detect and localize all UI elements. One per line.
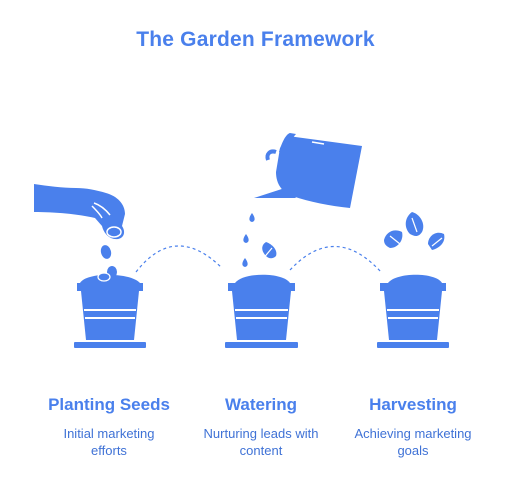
hand-planting-seeds-icon bbox=[34, 184, 125, 278]
connector-arc-2 bbox=[289, 246, 382, 273]
stage-description-line: Initial marketing bbox=[63, 426, 155, 441]
stage-title-planting-seeds: Planting Seeds bbox=[48, 395, 170, 414]
plant-pot-2 bbox=[225, 274, 298, 348]
sprouting-plant-icon bbox=[384, 212, 445, 250]
stage-description-line: efforts bbox=[91, 443, 127, 458]
stage-title-harvesting: Harvesting bbox=[369, 395, 457, 414]
stage-description-line: Nurturing leads with bbox=[203, 426, 319, 441]
stage-description-line: Achieving marketing bbox=[354, 426, 472, 441]
plant-pot-3 bbox=[377, 274, 449, 348]
stage-description-harvesting: Achieving marketing goals bbox=[333, 425, 493, 459]
stage-description-planting-seeds: Initial marketing efforts bbox=[29, 425, 189, 459]
plant-pot-1 bbox=[74, 272, 146, 348]
watering-can-icon bbox=[242, 133, 362, 267]
connector-arc-1 bbox=[135, 245, 223, 273]
stage-description-watering: Nurturing leads with content bbox=[181, 425, 341, 459]
stage-title-watering: Watering bbox=[224, 395, 298, 414]
stage-description-line: goals bbox=[397, 443, 429, 458]
diagram-title: The Garden Framework bbox=[136, 28, 375, 51]
stage-description-line: content bbox=[239, 443, 283, 458]
